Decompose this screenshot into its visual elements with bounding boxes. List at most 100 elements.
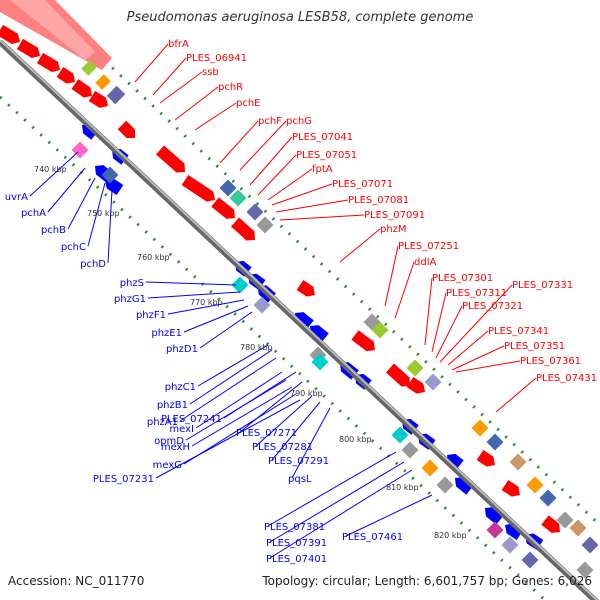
- forward-gene-arrow: [501, 480, 520, 497]
- forward-gene-label: fptA: [312, 164, 333, 175]
- forward-gene-label: pchF: [258, 116, 282, 127]
- reverse-gene-label: phzG1: [114, 294, 146, 305]
- scale-tick-label: 740 kbp: [34, 165, 67, 174]
- forward-gene-label: PLES_07301: [432, 273, 493, 284]
- cog-color-block: [219, 179, 237, 197]
- reverse-gene-leader-line: [267, 451, 397, 527]
- reverse-gene-leader-line: [87, 182, 106, 247]
- forward-gene-label: pchR: [218, 82, 243, 93]
- reverse-gene-leader-line: [183, 305, 249, 333]
- forward-gene-leader-line: [271, 183, 333, 206]
- forward-gene-label: PLES_07051: [296, 150, 357, 161]
- reverse-gene-leader-line: [223, 371, 297, 419]
- forward-gene-track: [0, 24, 560, 533]
- forward-gene-label: PLES_07351: [504, 341, 565, 352]
- reverse-gene-leader-line: [191, 386, 293, 447]
- forward-gene-leader-line: [194, 102, 237, 131]
- cog-color-block: [371, 321, 389, 339]
- forward-gene-arrow: [181, 175, 215, 202]
- reverse-gene-label: phzB1: [157, 400, 188, 411]
- genome-backbone: [0, 39, 600, 600]
- cog-color-block: [101, 166, 119, 184]
- forward-gene-label: PLES_07251: [398, 241, 459, 252]
- cog-color-block: [231, 276, 249, 294]
- reverse-gene-label: phzC1: [165, 382, 196, 393]
- forward-gene-label: PLES_07331: [512, 280, 573, 291]
- forward-gene-arrow: [230, 217, 255, 241]
- reverse-gene-label: PLES_07401: [266, 554, 327, 565]
- reverse-gene-label: PLES_07241: [161, 414, 222, 425]
- map-title: Pseudomonas aeruginosa LESB58, complete …: [126, 10, 474, 25]
- forward-gene-leader-line: [339, 228, 381, 263]
- reverse-gene-label: mexI: [169, 424, 194, 435]
- cog-band-purple: [106, 85, 126, 105]
- scale-tick-label: 750 kbp: [87, 209, 120, 218]
- forward-gene-arrow: [16, 38, 40, 59]
- forward-gene-arrow: [71, 79, 92, 98]
- reverse-gene-leader-line: [107, 189, 113, 264]
- forward-gene-arrow: [476, 450, 495, 467]
- forward-gene-leader-line: [455, 360, 521, 373]
- forward-gene-label: bfrA: [168, 39, 189, 50]
- reverse-gene-arrow: [485, 507, 504, 525]
- cog-color-block: [401, 441, 419, 459]
- reverse-gene-leader-line: [189, 349, 273, 405]
- reverse-gene-leader-line: [199, 311, 253, 349]
- reverse-gene-label: pchA: [21, 208, 46, 219]
- scale-tick-label: 810 kbp: [386, 483, 419, 492]
- forward-gene-leader-line: [134, 43, 169, 83]
- forward-gene-leader-line: [159, 71, 203, 104]
- reverse-gene-label: mexH: [161, 442, 190, 453]
- cog-band-lightpink: [10, 0, 95, 60]
- reverse-gene-label: phzF1: [136, 310, 166, 321]
- scale-tick-label: 800 kbp: [339, 435, 372, 444]
- reverse-gene-arrow: [447, 453, 464, 470]
- forward-gene-arrow: [56, 67, 75, 84]
- forward-gene-arrow: [541, 515, 560, 533]
- forward-gene-label: pchE: [236, 98, 261, 109]
- reverse-gene-leader-line: [155, 399, 301, 479]
- forward-gene-label: phzM: [380, 224, 407, 235]
- forward-gene-arrow: [117, 120, 135, 138]
- forward-gene-arrow: [0, 24, 20, 45]
- reverse-gene-leader-line: [255, 395, 313, 447]
- cog-color-block: [509, 453, 527, 471]
- reverse-gene-leader-line: [271, 401, 321, 461]
- forward-gene-leader-line: [257, 154, 297, 196]
- cog-color-block: [436, 476, 454, 494]
- reverse-gene-label: pchD: [80, 259, 106, 270]
- forward-gene-leader-line: [451, 345, 505, 371]
- genome-summary-text: Topology: circular; Length: 6,601,757 bp…: [262, 574, 592, 588]
- cog-color-block: [576, 561, 594, 579]
- forward-gene-leader-line: [495, 377, 537, 413]
- forward-gene-arrow: [351, 330, 375, 352]
- reverse-gene-arrow: [310, 325, 329, 343]
- reverse-gene-leader-line: [167, 299, 245, 315]
- reverse-gene-label: phzD1: [166, 344, 198, 355]
- cog-color-block: [253, 296, 271, 314]
- scale-tick-label: 820 kbp: [434, 531, 467, 540]
- forward-gene-label: PLES_06941: [186, 53, 247, 64]
- reverse-gene-leader-line: [195, 371, 283, 429]
- cog-color-block: [521, 551, 539, 569]
- cog-color-block: [406, 359, 424, 377]
- scale-tick-label: 780 kbp: [240, 343, 273, 352]
- reverse-gene-leader-line: [179, 357, 277, 422]
- forward-gene-arrow: [88, 90, 108, 108]
- forward-gene-leader-line: [275, 199, 349, 213]
- reverse-gene-label: mexG: [153, 460, 182, 471]
- reverse-gene-leader-line: [345, 494, 433, 537]
- reverse-gene-leader-line: [269, 469, 413, 559]
- cog-color-block: [256, 216, 274, 234]
- cog-band-orange: [95, 74, 111, 90]
- forward-gene-leader-line: [424, 277, 433, 346]
- forward-gene-label: PLES_07361: [520, 356, 581, 367]
- forward-gene-arrow: [385, 363, 410, 387]
- forward-gene-label: PLES_07081: [348, 195, 409, 206]
- forward-gene-label: PLES_07071: [332, 179, 393, 190]
- forward-gene-label: PLES_07341: [488, 326, 549, 337]
- cog-color-block: [311, 353, 329, 371]
- reverse-gene-leader-line: [67, 177, 96, 230]
